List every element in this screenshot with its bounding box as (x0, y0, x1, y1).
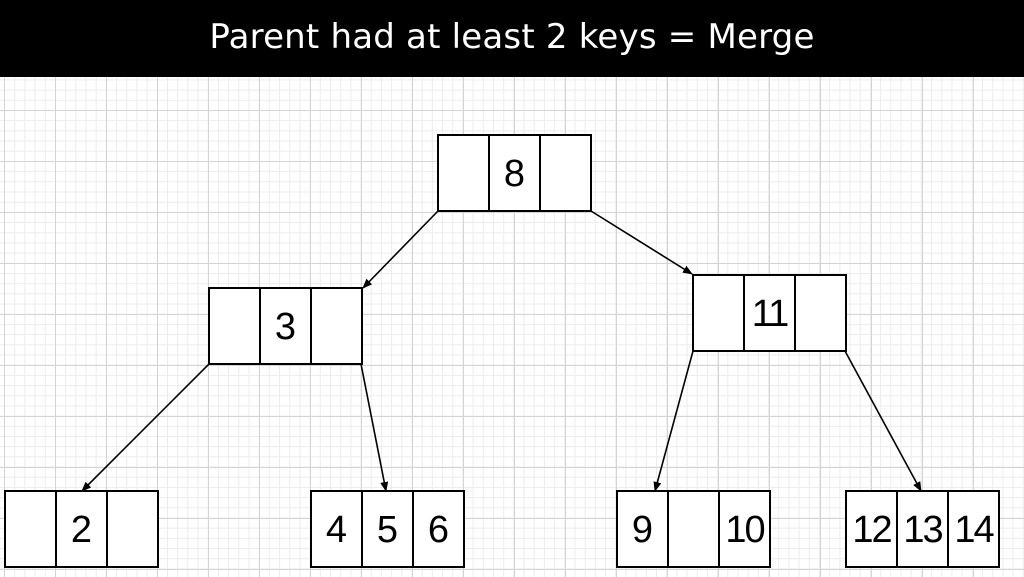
edge-arrow-root-to-left-internal (362, 210, 439, 289)
node-left-internal-cell-2 (310, 287, 363, 365)
node-leaf-1-key-1: 2 (71, 509, 92, 551)
node-left-internal: 3 (208, 287, 363, 365)
edge-arrow-right-internal-to-leaf-3 (653, 350, 694, 492)
title-bar: Parent had at least 2 keys = Merge (0, 0, 1024, 77)
node-leaf-2-key-2: 6 (428, 509, 449, 551)
node-leaf-1-cell-0 (4, 490, 57, 568)
node-leaf-4-key-1: 13 (903, 509, 942, 551)
node-root: 8 (437, 134, 592, 212)
node-leaf-1: 2 (4, 490, 159, 568)
node-leaf-4-cell-2 (947, 490, 1000, 568)
node-leaf-3: 9 10 (616, 490, 771, 568)
node-leaf-4-key-0: 12 (852, 509, 891, 551)
node-right-internal-cell-2 (794, 274, 847, 352)
node-leaf-2-key-1: 5 (377, 509, 398, 551)
node-leaf-2-cell-1 (361, 490, 414, 568)
node-leaf-3-cell-1 (667, 490, 720, 568)
node-leaf-2-cell-2 (412, 490, 465, 568)
node-leaf-4: 12 13 14 (845, 490, 1000, 568)
edge-arrow-root-to-right-internal (590, 210, 693, 275)
edges-layer (81, 210, 922, 492)
node-root-key-1: 8 (504, 153, 525, 195)
node-right-internal-key-1: 11 (752, 293, 788, 335)
node-leaf-1-cell-1 (55, 490, 108, 568)
node-leaf-4-key-2: 14 (954, 509, 994, 551)
diagram-title: Parent had at least 2 keys = Merge (209, 16, 815, 57)
edge-arrow-right-internal-to-leaf-4 (844, 350, 922, 492)
node-right-internal: 11 (692, 274, 847, 352)
node-left-internal-cell-0 (208, 287, 261, 365)
node-leaf-3-key-2: 10 (725, 509, 764, 551)
node-leaf-1-cell-2 (106, 490, 159, 568)
edge-arrow-left-internal-to-leaf-2 (360, 363, 389, 492)
edge-arrow-left-internal-to-leaf-1 (81, 363, 210, 492)
node-root-cell-0 (437, 134, 490, 212)
node-left-internal-cell-1 (259, 287, 312, 365)
node-leaf-3-cell-0 (616, 490, 669, 568)
node-leaf-3-cell-2 (718, 490, 771, 568)
node-left-internal-key-1: 3 (275, 306, 296, 348)
node-root-cell-2 (539, 134, 592, 212)
node-leaf-3-key-0: 9 (632, 509, 653, 551)
node-leaf-2-key-0: 4 (326, 509, 347, 551)
node-right-internal-cell-0 (692, 274, 745, 352)
node-leaf-4-cell-0 (845, 490, 898, 568)
